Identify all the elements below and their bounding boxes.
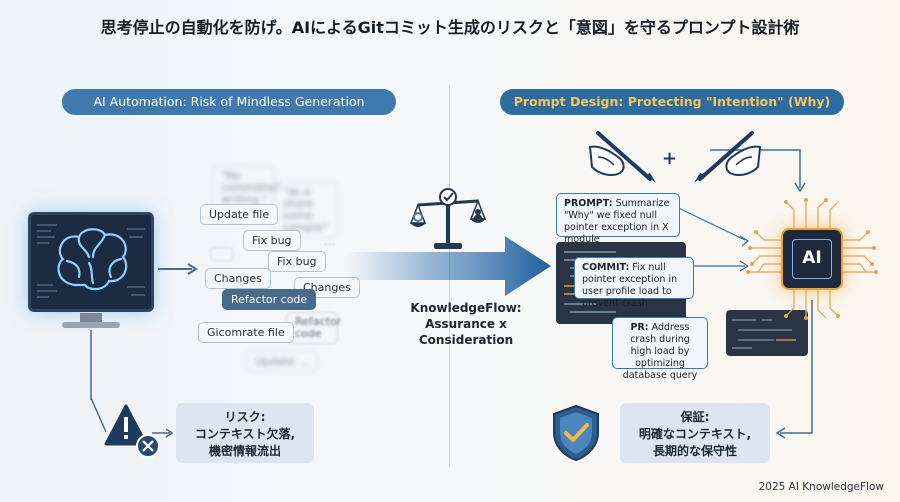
brain-monitor (28, 212, 154, 312)
big-arrow-right-icon (345, 236, 551, 296)
prompt-card: PROMPT: Summarize "Why" we fixed null po… (556, 193, 680, 245)
prompt-text: Summarize "Why" we fixed null pointer ex… (564, 198, 670, 245)
chip-circuit-traces (746, 198, 878, 320)
risk-line-1: コンテキスト欠落, (194, 427, 296, 441)
shield-check-icon (553, 404, 599, 462)
knowledgeflow-label: KnowledgeFlow: Assurance x Consideration (376, 300, 556, 348)
guarantee-box: 保証: 明確なコンテキスト, 長期的な保守性 (620, 403, 770, 463)
chat-bubble: Fix bug (243, 230, 301, 251)
chat-bubble: Refactor code (286, 312, 341, 344)
prompt-label: PROMPT: (564, 198, 613, 209)
commit-text: Fix null pointer exception in user profi… (582, 262, 678, 309)
chat-bubble: Gicomrate file (198, 322, 294, 343)
code-panel (726, 310, 808, 356)
commit-label: COMMIT: (582, 262, 630, 273)
ai-chip-icon: AI (781, 228, 843, 290)
chat-bubble: "No committed writing." (212, 166, 281, 210)
plus-sign: + (662, 148, 678, 169)
pr-label: PR: (630, 322, 649, 333)
chat-bubble-empty (210, 247, 234, 261)
risk-line-2: 機密情報流出 (208, 444, 281, 458)
pr-card: PR: Address crash during high load by op… (612, 317, 708, 381)
guarantee-line-2: 長期的な保守性 (652, 444, 737, 458)
hand-pen-icon (694, 131, 762, 183)
chat-bubble: Update ... (246, 351, 318, 372)
left-section-heading: AI Automation: Risk of Mindless Generati… (62, 89, 396, 115)
ai-chip-label: AI (792, 239, 832, 279)
risk-box: リスク: コンテキスト欠落, 機密情報流出 (176, 403, 314, 463)
guarantee-line-1: 明確なコンテキスト, (638, 427, 752, 441)
warning-icon (104, 404, 160, 458)
guarantee-title: 保証: (680, 410, 710, 424)
arrow-right-icon (158, 263, 198, 275)
right-section-heading: Prompt Design: Protecting "Intention" (W… (500, 89, 844, 115)
footer-credit: 2025 AI KnowledgeFlow (758, 481, 884, 493)
close-icon (136, 434, 160, 458)
risk-title: リスク: (224, 410, 266, 424)
scale-icon (409, 188, 487, 249)
chat-bubble: Update file (200, 204, 279, 225)
knowledgeflow-line-2: Assurance x Consideration (418, 317, 514, 347)
page-title: 思考停止の自動化を防げ。AIによるGitコミット生成のリスクと「意図」を守るプロ… (100, 18, 800, 37)
monitor-stand (80, 313, 102, 323)
chat-bubble: Refactor code (222, 289, 317, 310)
monitor-foot (62, 322, 120, 328)
chat-bubble: Changes (205, 268, 271, 289)
code-lines (732, 319, 796, 349)
chat-bubble: Fix bug (268, 251, 326, 272)
chat-bubble: "as a share some sample" (274, 182, 338, 238)
commit-card: COMMIT: Fix null pointer exception in us… (574, 257, 694, 309)
knowledgeflow-line-1: KnowledgeFlow: (410, 301, 522, 315)
pr-text: Address crash during high load by optimi… (622, 322, 698, 381)
chat-ellipsis: ... (324, 234, 336, 248)
brain-icon (37, 224, 145, 298)
hand-pen-icon (588, 131, 656, 183)
